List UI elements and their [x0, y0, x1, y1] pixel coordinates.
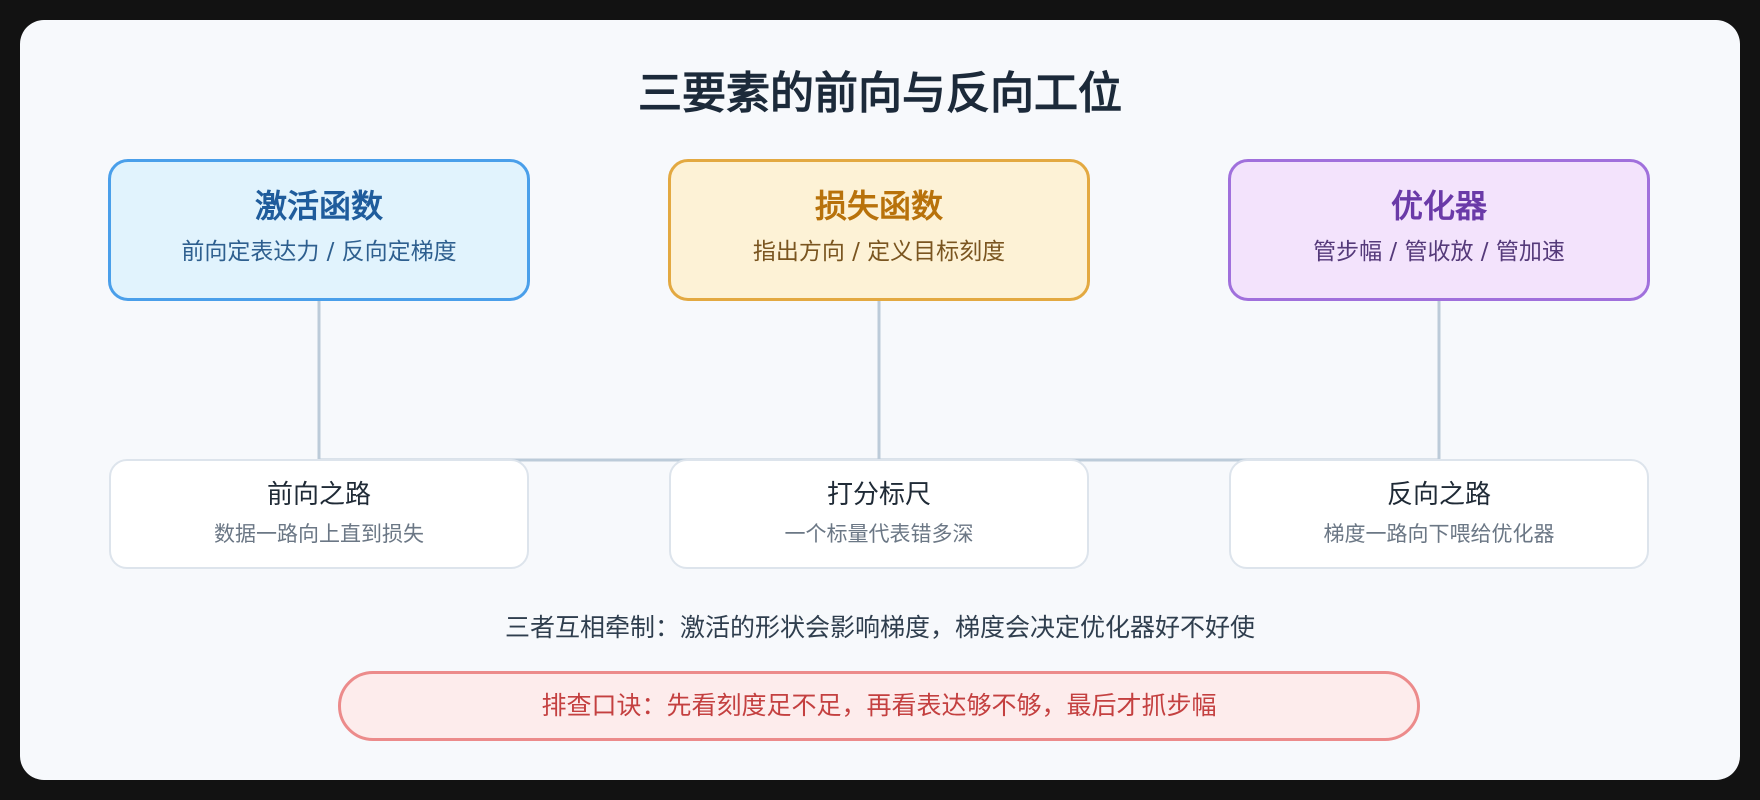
loss-function-desc: 指出方向 / 定义目标刻度	[752, 239, 1006, 265]
backward-path-box: 反向之路 梯度一路向下喂给优化器	[1229, 459, 1649, 569]
connector-lines	[317, 301, 1441, 462]
optimizer-box: 优化器 管步幅 / 管收放 / 管加速	[1228, 159, 1650, 301]
activation-function-box: 激活函数 前向定表达力 / 反向定梯度	[108, 159, 530, 301]
forward-path-title: 前向之路	[266, 480, 371, 510]
forward-path-desc: 数据一路向上直到损失	[214, 522, 424, 546]
diagram-card: 三要素的前向与反向工位 激活函数 前向定表达力 / 反向定梯度 损失函数 指出方…	[20, 20, 1740, 780]
scoring-ruler-desc: 一个标量代表错多深	[784, 522, 974, 546]
scoring-ruler-title: 打分标尺	[826, 480, 931, 510]
backward-path-title: 反向之路	[1386, 480, 1491, 510]
interaction-note: 三者互相牵制：激活的形状会影响梯度，梯度会决定优化器好不好使	[504, 613, 1255, 642]
activation-function-desc: 前向定表达力 / 反向定梯度	[181, 239, 457, 265]
optimizer-desc: 管步幅 / 管收放 / 管加速	[1313, 239, 1565, 265]
loss-function-title: 损失函数	[814, 187, 943, 225]
activation-function-title: 激活函数	[254, 187, 383, 225]
loss-function-box: 损失函数 指出方向 / 定义目标刻度	[668, 159, 1090, 301]
backward-path-desc: 梯度一路向下喂给优化器	[1323, 522, 1555, 546]
forward-path-box: 前向之路 数据一路向上直到损失	[109, 459, 529, 569]
scoring-ruler-box: 打分标尺 一个标量代表错多深	[669, 459, 1089, 569]
troubleshooting-tip: 排查口诀：先看刻度足不足，再看表达够不够，最后才抓步幅	[338, 671, 1420, 741]
diagram-title: 三要素的前向与反向工位	[638, 68, 1122, 119]
optimizer-title: 优化器	[1390, 187, 1487, 225]
